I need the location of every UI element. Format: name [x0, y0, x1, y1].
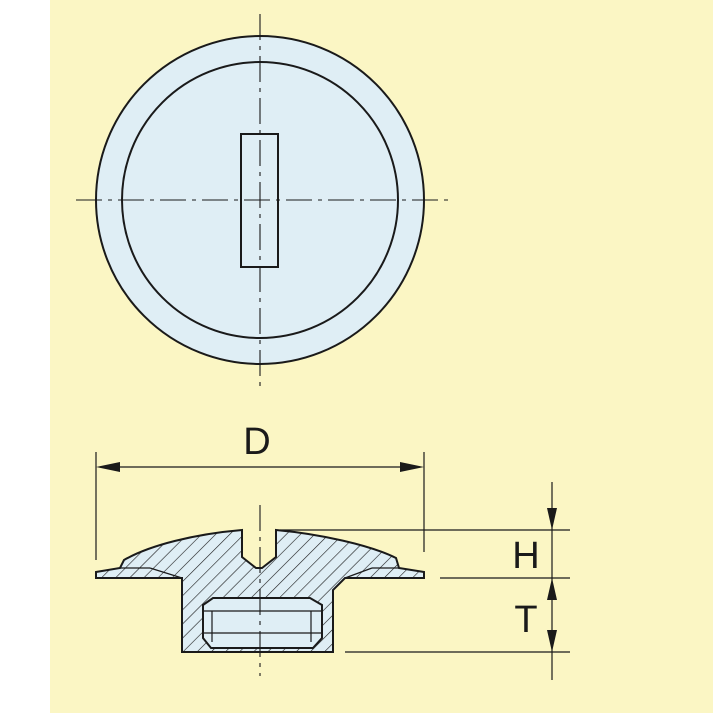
dimension-h-t: H T	[280, 482, 570, 680]
flange-step-line	[344, 567, 373, 579]
top-view	[76, 14, 448, 386]
arrowhead	[547, 508, 557, 530]
arrowhead	[96, 462, 120, 472]
dimension-d: D	[95, 421, 425, 560]
arrowhead	[400, 462, 424, 472]
section-view	[95, 505, 425, 676]
arrowhead	[547, 578, 557, 600]
thread-label: T	[514, 599, 537, 641]
height-label: H	[512, 535, 539, 577]
inner-recess	[202, 597, 323, 649]
flange-step-line	[149, 567, 183, 579]
diameter-label: D	[243, 421, 270, 463]
arrowhead	[547, 630, 557, 652]
